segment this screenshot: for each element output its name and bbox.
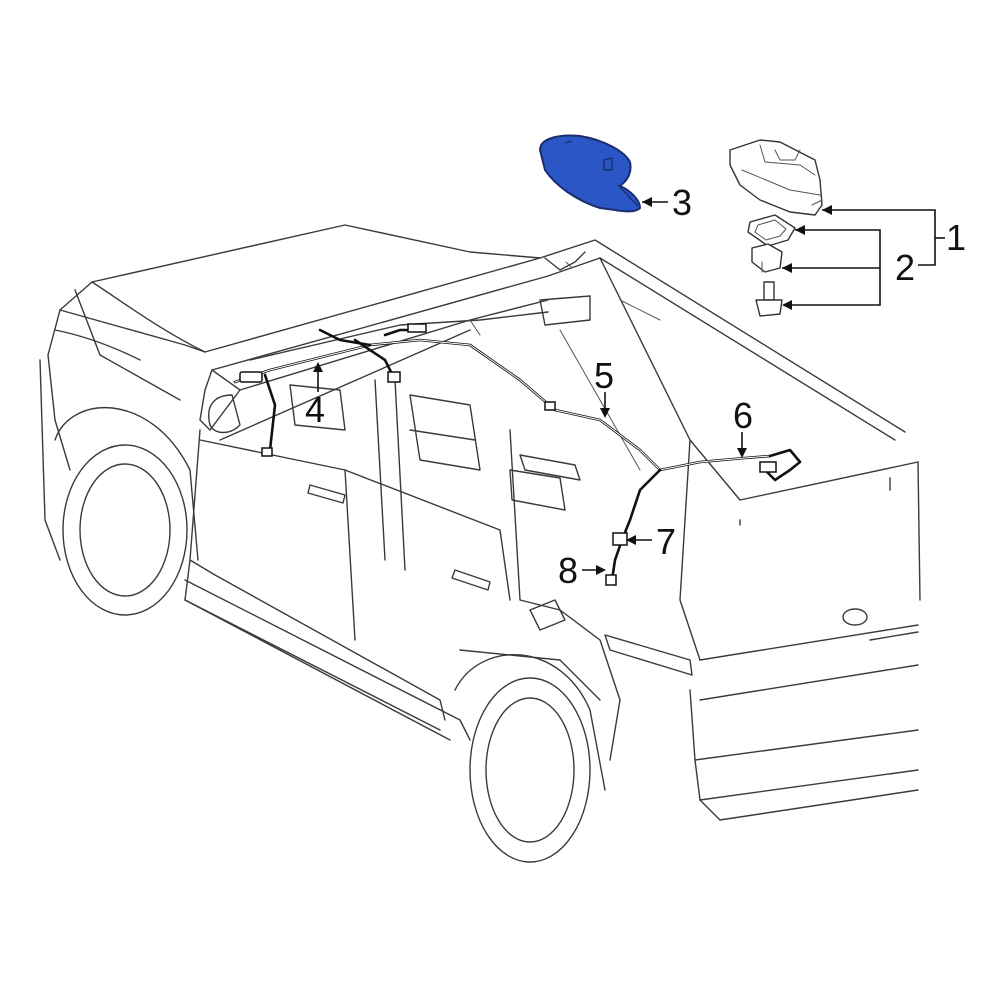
callout-5: 5 xyxy=(594,355,614,396)
callout-7: 7 xyxy=(656,521,676,562)
callout-8: 8 xyxy=(558,550,578,591)
callout-1: 1 xyxy=(946,217,966,258)
antenna-harness xyxy=(233,323,802,586)
callout-2: 2 xyxy=(895,247,915,288)
gasket-part[interactable] xyxy=(747,214,796,247)
antenna-assembly-part[interactable] xyxy=(729,139,823,216)
bolt-part[interactable] xyxy=(755,281,783,317)
clip-nut-part[interactable] xyxy=(751,243,783,273)
vehicle-outline xyxy=(39,224,921,863)
callout-leaders xyxy=(313,197,945,575)
callout-6: 6 xyxy=(733,395,753,436)
antenna-cover-part[interactable] xyxy=(538,134,642,213)
callout-3: 3 xyxy=(672,182,692,223)
callout-4: 4 xyxy=(305,389,325,430)
